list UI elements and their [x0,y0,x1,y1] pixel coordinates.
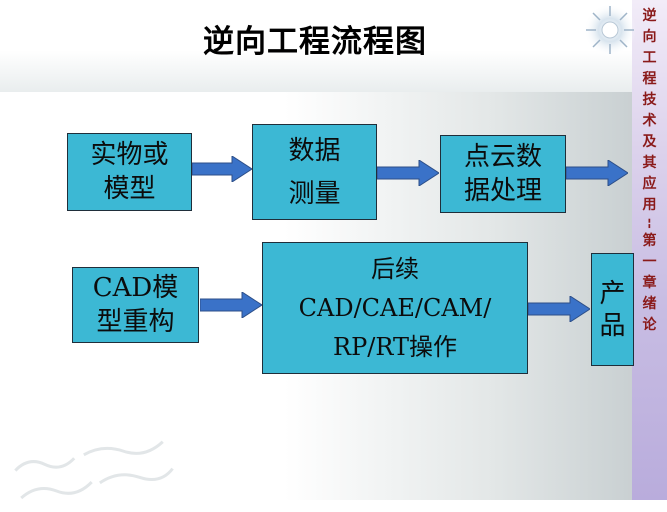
box-line: 数据 [288,135,341,166]
box-product: 产 品 [591,253,634,366]
arrow-right-icon [377,160,439,186]
sidebar-char: 绪 [642,295,657,312]
sidebar-char: 程 [642,71,657,87]
box-line: 模型 [103,174,156,204]
sidebar-char: 技 [642,92,657,108]
box-line: CAD模 [92,273,179,303]
sidebar-char: 章 [642,274,657,291]
sidebar-char: 及 [642,134,657,150]
arrow-right-icon [192,156,252,182]
sidebar-char: 其 [642,155,657,171]
box-line: 实物或 [90,140,169,170]
box-point-cloud-processing: 点云数 据处理 [440,135,566,213]
sun-icon [584,4,636,56]
box-line: 点云数 [463,142,542,172]
box-cad-reconstruction: CAD模 型重构 [72,267,199,343]
box-line: RP/RT操作 [333,333,457,362]
sidebar-char: 第 [642,232,657,249]
box-line: 据处理 [463,176,542,206]
sidebar-char: 应 [642,176,657,192]
box-line: 测量 [288,178,341,209]
sidebar-char: 向 [642,29,657,45]
sidebar-vertical-title: 逆 向 工 程 技 术 及 其 应 用 -- 第 一 章 绪 论 [632,6,667,336]
arrow-right-icon [528,296,590,322]
sidebar-char: 用 [642,197,657,213]
arrow-right-icon [566,160,628,186]
watermark-seal-icon [14,440,174,500]
box-physical-model: 实物或 模型 [67,133,192,211]
box-line: 后续 [371,254,419,283]
box-line: 品 [599,310,626,341]
sidebar-char: 术 [642,113,657,129]
arrow-right-icon [200,292,262,318]
sidebar-char: 论 [642,316,657,333]
box-line: 产 [599,278,626,309]
sidebar [632,0,667,500]
box-line: 型重构 [96,307,175,337]
sidebar-char: 工 [642,50,657,66]
sidebar-char: 逆 [642,8,657,24]
box-data-measurement: 数据 测量 [252,124,377,220]
box-line: CAD/CAE/CAM/ [298,293,492,322]
title-band [0,0,632,92]
page-title: 逆向工程流程图 [203,24,427,60]
sidebar-separator: -- [642,218,657,229]
box-follow-up-operations: 后续 CAD/CAE/CAM/ RP/RT操作 [262,242,528,374]
sidebar-char: 一 [642,253,657,270]
